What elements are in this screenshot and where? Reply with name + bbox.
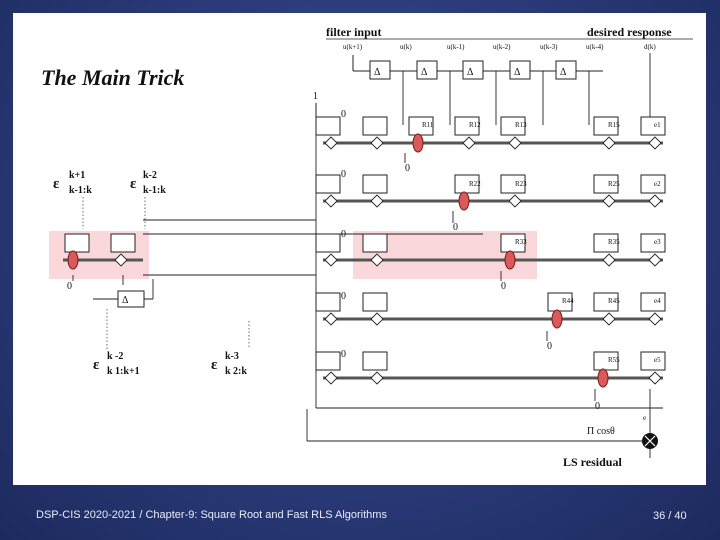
cell-label: R15 bbox=[608, 121, 620, 129]
input-label: u(k-1) bbox=[447, 43, 465, 51]
cell-label: R12 bbox=[469, 121, 481, 129]
systolic-array-diagram: filter input desired response u(k+1) u(k… bbox=[49, 25, 693, 469]
epsilon-subscript: k 1:k+1 bbox=[107, 366, 140, 377]
epsilon-symbol: ε bbox=[130, 176, 137, 192]
cell-label: R22 bbox=[469, 180, 481, 188]
cell-row-3 bbox=[64, 233, 666, 253]
epsilon-symbol: ε bbox=[93, 357, 100, 373]
epsilon-superscript: k+1 bbox=[69, 170, 85, 181]
multiplier-node bbox=[642, 433, 658, 449]
input-label: u(k-2) bbox=[493, 43, 511, 51]
zero-label: 0 bbox=[453, 222, 458, 233]
output-label: e2 bbox=[654, 180, 661, 188]
input-label: u(k-3) bbox=[540, 43, 558, 51]
output-label: e5 bbox=[654, 356, 661, 364]
cell-label: R45 bbox=[608, 297, 620, 305]
zero-label: 0 bbox=[547, 341, 552, 352]
epsilon-superscript: k-2 bbox=[143, 170, 157, 181]
delay-box bbox=[416, 60, 438, 80]
delay-box bbox=[555, 60, 577, 80]
e-label: e bbox=[643, 414, 646, 422]
epsilon-superscript: k -2 bbox=[107, 351, 123, 362]
cell-label: R25 bbox=[608, 180, 620, 188]
slide: The Main Trick filter input desired resp… bbox=[13, 13, 706, 485]
delay-box bbox=[462, 60, 484, 80]
cell-label: R13 bbox=[515, 121, 527, 129]
cell-row-2 bbox=[315, 174, 666, 194]
delay-symbol: Δ bbox=[560, 67, 567, 78]
zero-label: 0 bbox=[341, 291, 346, 302]
delay-symbol: Δ bbox=[122, 295, 129, 306]
delay-symbol: Δ bbox=[421, 67, 428, 78]
zero-label: 0 bbox=[341, 349, 346, 360]
desired-response-label: desired response bbox=[587, 25, 672, 39]
zero-label: 0 bbox=[405, 163, 410, 174]
footer-text: DSP-CIS 2020-2021 / Chapter-9: Square Ro… bbox=[36, 509, 387, 521]
output-label: e3 bbox=[654, 238, 661, 246]
epsilon-subscript: k 2:k bbox=[225, 366, 247, 377]
cell-row-5 bbox=[315, 351, 666, 371]
cell-label: R55 bbox=[608, 356, 620, 364]
cell-label: R44 bbox=[562, 297, 574, 305]
delay-symbol: Δ bbox=[467, 67, 474, 78]
input-label: u(k-4) bbox=[586, 43, 604, 51]
cell-label: R33 bbox=[515, 238, 527, 246]
epsilon-superscript: k-3 bbox=[225, 351, 239, 362]
delay-symbol: Δ bbox=[374, 67, 381, 78]
slide-title: The Main Trick bbox=[41, 65, 185, 90]
zero-label: 0 bbox=[341, 109, 346, 120]
one-label: 1 bbox=[313, 91, 318, 102]
delay-symbol: Δ bbox=[514, 67, 521, 78]
zero-label: 0 bbox=[341, 229, 346, 240]
epsilon-subscript: k-1:k bbox=[69, 185, 92, 196]
output-label: e1 bbox=[654, 121, 661, 129]
cell-label: R11 bbox=[422, 121, 434, 129]
input-label: u(k+1) bbox=[343, 43, 363, 51]
zero-label: 0 bbox=[67, 281, 72, 292]
page-number: 36 / 40 bbox=[653, 510, 687, 522]
epsilon-symbol: ε bbox=[211, 357, 218, 373]
ls-residual-label: LS residual bbox=[563, 455, 622, 469]
cell-row-4 bbox=[117, 290, 666, 312]
delay-box bbox=[509, 60, 531, 80]
zero-label: 0 bbox=[595, 401, 600, 412]
filter-input-label: filter input bbox=[326, 25, 381, 39]
delay-box bbox=[369, 60, 391, 80]
input-label: d(k) bbox=[644, 43, 656, 51]
zero-label: 0 bbox=[501, 281, 506, 292]
input-label: u(k) bbox=[400, 43, 412, 51]
cell-label: R23 bbox=[515, 180, 527, 188]
pi-cos-label: Π cosθ bbox=[587, 426, 615, 437]
cell-row-1 bbox=[315, 116, 666, 136]
cell-label: R35 bbox=[608, 238, 620, 246]
zero-label: 0 bbox=[341, 169, 346, 180]
epsilon-subscript: k-1:k bbox=[143, 185, 166, 196]
delay-elements: Δ Δ Δ Δ Δ bbox=[369, 60, 577, 80]
epsilon-symbol: ε bbox=[53, 176, 60, 192]
output-label: e4 bbox=[654, 297, 661, 305]
rotation-nodes bbox=[114, 136, 662, 385]
active-rotation-nodes bbox=[67, 133, 609, 388]
